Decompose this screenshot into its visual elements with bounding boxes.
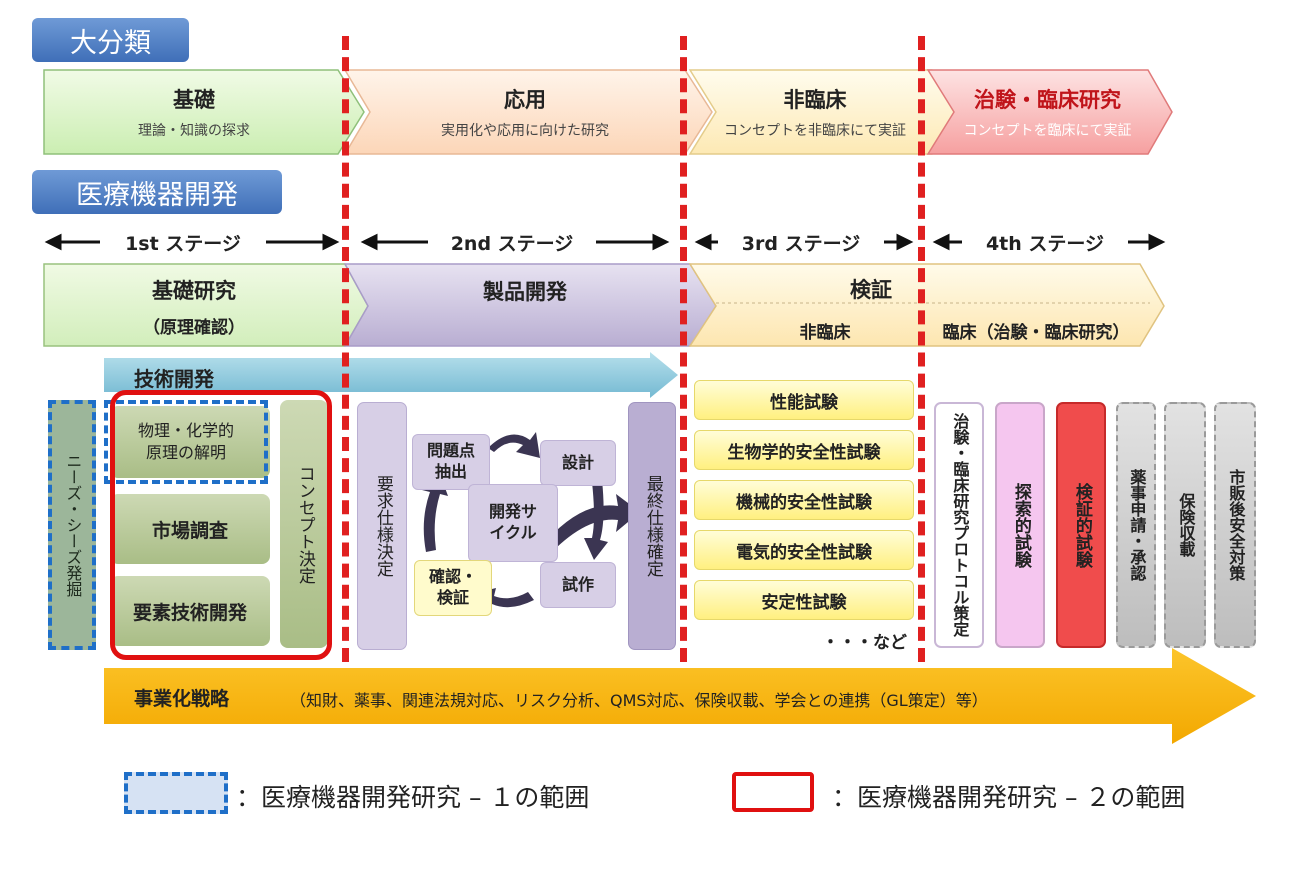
stage-label-4: 4th ステージ — [985, 232, 1105, 255]
postmarket-box: 市販後安全対策 — [1214, 402, 1256, 648]
category-sub: コンセプトを非臨床にて実証 — [724, 123, 906, 139]
cycle-label: 開発サイクル — [488, 502, 537, 542]
phase-product-dev: 製品開発 — [483, 280, 567, 304]
legend-range1-swatch — [124, 772, 228, 814]
approval-box: 薬事申請・承認 — [1116, 402, 1156, 648]
cycle-box: 開発サイクル — [468, 484, 558, 562]
category-title: 非臨床 — [783, 88, 847, 112]
strategy-title: 事業化戦略 — [134, 688, 230, 710]
problem-label: 問題点抽出 — [426, 441, 475, 481]
prototype-label: 試作 — [561, 574, 594, 594]
requirements-label: 要求仕様決定 — [372, 475, 393, 577]
divider-line-2 — [680, 36, 687, 662]
design-box: 設計 — [540, 440, 616, 486]
major-category-badge: 大分類 — [32, 18, 189, 62]
final-spec-box: 最終仕様確定 — [628, 402, 676, 650]
test-item: 安定性試験 — [694, 580, 914, 620]
confirmatory-label: 検証的試験 — [1071, 482, 1092, 568]
test-item: 性能試験 — [694, 380, 914, 420]
concept-decision-box: コンセプト決定 — [280, 400, 328, 648]
category-title: 応用 — [504, 88, 546, 112]
concept-decision-label: コンセプト決定 — [294, 464, 315, 584]
exploratory-label: 探索的試験 — [1010, 482, 1031, 568]
range1-physics-frame: 物理・化学的原理の解明 — [104, 400, 268, 484]
test-item: 機械的安全性試験 — [694, 480, 914, 520]
category-applied: 応用 実用化や応用に向けた研究 — [360, 76, 690, 148]
divider-line-1 — [342, 36, 349, 662]
category-nonclinical: 非臨床 コンセプトを非臨床にて実証 — [700, 76, 930, 148]
legend-range2-swatch — [732, 772, 814, 812]
phase-verify-shape — [688, 263, 1165, 347]
exploratory-box: 探索的試験 — [995, 402, 1045, 648]
phase-basic-sub: （原理確認） — [143, 317, 245, 338]
insurance-box: 保険収載 — [1164, 402, 1206, 648]
stage-label-1: 1st ステージ — [125, 232, 241, 255]
stage-arrows — [44, 233, 1166, 251]
range2-frame — [110, 390, 332, 660]
design-label: 設計 — [561, 452, 594, 472]
requirements-box: 要求仕様決定 — [357, 402, 407, 650]
confirm-box: 確認・検証 — [414, 560, 492, 616]
confirmatory-box: 検証的試験 — [1056, 402, 1106, 648]
phase-verification: 検証 — [850, 278, 892, 302]
category-sub: 理論・知識の探求 — [138, 123, 250, 139]
prototype-box: 試作 — [540, 562, 616, 608]
category-sub: コンセプトを臨床にて実証 — [963, 123, 1132, 139]
legend-range1-label: ：医療機器開発研究 – １の範囲 — [236, 783, 590, 812]
protocol-box: 治験・臨床研究プロトコル策定 — [934, 402, 984, 648]
category-sub: 実用化や応用に向けた研究 — [441, 123, 609, 139]
category-chevron-basic — [43, 69, 365, 155]
category-title: 基礎 — [173, 88, 215, 112]
device-dev-label: 医療機器開発 — [76, 179, 238, 211]
protocol-label: 治験・臨床研究プロトコル策定 — [950, 413, 970, 637]
physics-label: 物理・化学的原理の解明 — [137, 420, 234, 462]
stage-label-2: 2nd ステージ — [450, 232, 574, 255]
needs-seeds-label: ニーズ・シーズ発掘 — [63, 453, 83, 597]
insurance-label: 保険収載 — [1176, 493, 1196, 557]
major-category-label: 大分類 — [70, 27, 151, 59]
final-spec-label: 最終仕様確定 — [642, 475, 663, 577]
postmarket-label: 市販後安全対策 — [1226, 469, 1246, 581]
tech-dev-label: 技術開発 — [134, 367, 214, 391]
phase-nonclinical: 非臨床 — [799, 323, 851, 343]
approval-label: 薬事申請・承認 — [1127, 469, 1147, 581]
test-item: 生物学的安全性試験 — [694, 430, 914, 470]
category-title: 治験・臨床研究 — [974, 88, 1121, 112]
strategy-detail: （知財、薬事、関連法規対応、リスク分析、QMS対応、保険収載、学会との連携（GL… — [290, 691, 988, 710]
category-clinical: 治験・臨床研究 コンセプトを臨床にて実証 — [935, 76, 1160, 148]
phase-clinical: 臨床（治験・臨床研究） — [942, 323, 1130, 343]
tech-dev-arrow — [104, 352, 678, 398]
category-basic: 基礎 理論・知識の探求 — [44, 76, 344, 148]
test-item: 電気的安全性試験 — [694, 530, 914, 570]
needs-seeds-box: ニーズ・シーズ発掘 — [48, 400, 96, 650]
legend-range2-label: ：医療機器開発研究 – ２の範囲 — [832, 783, 1186, 812]
physics-box — [110, 406, 270, 478]
market-research-box: 市場調査 — [110, 494, 270, 564]
element-tech-box: 要素技術開発 — [110, 576, 270, 646]
stage-label-3: 3rd ステージ — [741, 232, 861, 255]
strategy-arrow — [104, 648, 1256, 744]
element-tech-label: 要素技術開発 — [132, 601, 247, 624]
divider-line-3 — [918, 36, 925, 662]
market-research-label: 市場調査 — [151, 519, 228, 542]
tests-etc: ・・・など — [822, 633, 907, 653]
problem-box: 問題点抽出 — [412, 434, 490, 490]
phase-basic: 基礎研究 （原理確認） — [44, 270, 344, 342]
confirm-label: 確認・検証 — [428, 567, 477, 607]
phase-basic-title: 基礎研究 — [152, 278, 236, 303]
device-dev-badge: 医療機器開発 — [32, 170, 282, 214]
category-chevron-clinical — [926, 69, 1173, 155]
